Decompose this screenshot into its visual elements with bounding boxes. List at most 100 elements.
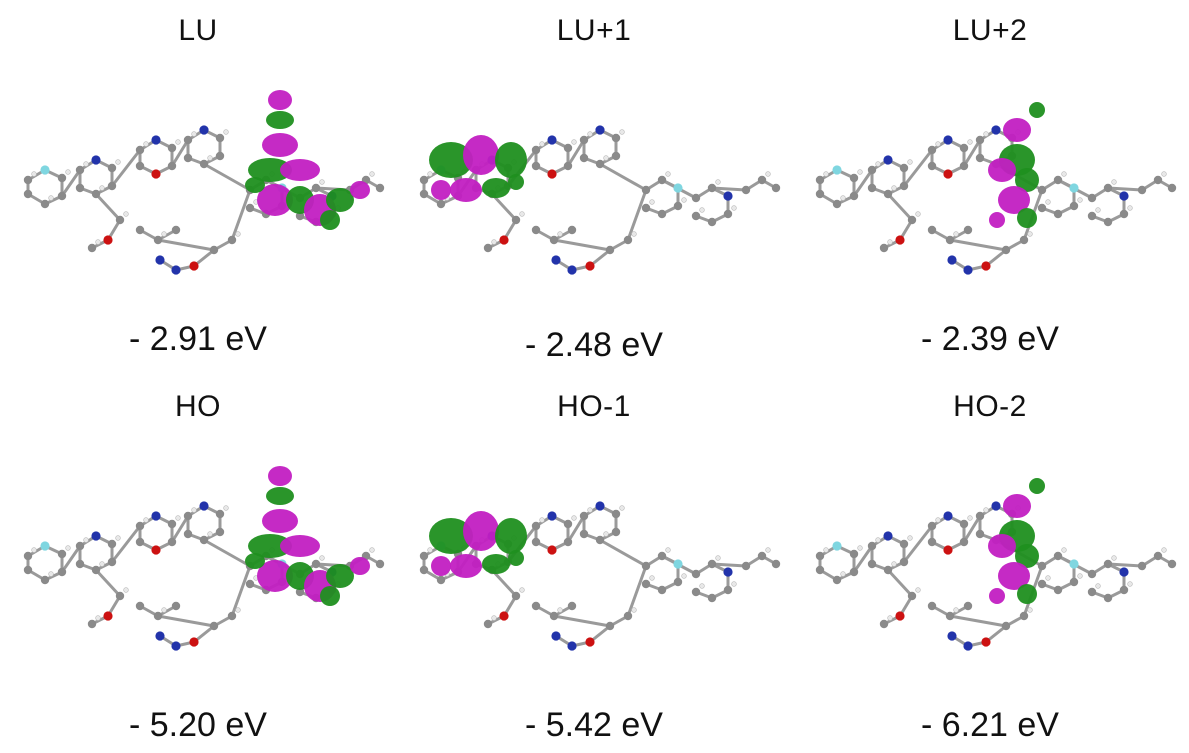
- carbon-atom: [883, 189, 893, 199]
- orbital-label: HO-1: [557, 390, 631, 423]
- orbital-label: LU: [178, 14, 218, 47]
- bond: [852, 169, 874, 197]
- carbon-atom: [483, 619, 493, 629]
- bond: [566, 139, 586, 167]
- carbon-atom: [927, 225, 937, 235]
- hydrogen-atom: [369, 547, 375, 553]
- oxygen-atom: [895, 235, 905, 245]
- carbon-atom: [1119, 585, 1129, 595]
- hydrogen-atom: [983, 131, 989, 137]
- carbon-atom: [867, 541, 877, 551]
- nitrogen-atom: [155, 255, 165, 265]
- hydrogen-atom: [207, 155, 213, 161]
- carbon-atom: [57, 549, 67, 559]
- carbon-atom: [611, 509, 621, 519]
- carbon-atom: [419, 175, 429, 185]
- carbon-atom: [227, 235, 237, 245]
- hydrogen-atom: [823, 171, 829, 177]
- carbon-atom: [135, 225, 145, 235]
- orbital-lobe: [268, 90, 292, 110]
- carbon-atom: [673, 577, 683, 587]
- molecule-orbital-image: [419, 501, 781, 651]
- carbon-atom: [419, 551, 429, 561]
- carbon-atom: [215, 509, 225, 519]
- orbital-lobe: [431, 180, 451, 200]
- carbon-atom: [531, 601, 541, 611]
- hydrogen-atom: [539, 141, 545, 147]
- bond: [553, 614, 611, 628]
- hydrogen-atom: [1127, 581, 1133, 587]
- hydrogen-atom: [427, 547, 433, 553]
- carbon-atom: [641, 185, 651, 195]
- carbon-atom: [107, 557, 117, 567]
- nitrogen-atom: [547, 511, 557, 521]
- nitrogen-atom: [947, 631, 957, 641]
- carbon-atom: [757, 175, 767, 185]
- bond: [711, 186, 747, 192]
- nitrogen-atom: [199, 501, 209, 511]
- bond: [962, 139, 982, 167]
- hydrogen-atom: [891, 185, 897, 191]
- bond: [852, 545, 874, 573]
- carbon-atom: [815, 175, 825, 185]
- hydrogen-atom: [857, 169, 863, 175]
- carbon-atom: [1053, 175, 1063, 185]
- carbon-atom: [75, 541, 85, 551]
- bond: [490, 192, 518, 222]
- carbon-atom: [1087, 193, 1097, 203]
- carbon-atom: [927, 145, 937, 155]
- carbon-atom: [183, 511, 193, 521]
- carbon-atom: [963, 601, 973, 611]
- carbon-atom: [531, 225, 541, 235]
- carbon-atom: [641, 561, 651, 571]
- carbon-atom: [1019, 611, 1029, 621]
- carbon-atom: [832, 575, 842, 585]
- hydrogen-atom: [369, 171, 375, 177]
- orbital-lobe: [268, 466, 292, 486]
- carbon-atom: [563, 537, 573, 547]
- hydrogen-atom: [823, 547, 829, 553]
- carbon-atom: [436, 199, 446, 209]
- orbital-lobe: [280, 535, 320, 557]
- hydrogen-atom: [65, 169, 71, 175]
- orbital-lobe: [326, 564, 354, 588]
- carbon-atom: [927, 521, 937, 531]
- oxygen-atom: [151, 545, 161, 555]
- fluorine-atom: [1069, 183, 1079, 193]
- hydrogen-atom: [935, 517, 941, 523]
- carbon-atom: [849, 567, 859, 577]
- bond: [626, 189, 648, 241]
- hydrogen-atom: [175, 515, 181, 521]
- carbon-atom: [57, 173, 67, 183]
- hydrogen-atom: [491, 239, 497, 245]
- carbon-atom: [171, 601, 181, 611]
- orbital-lobe: [350, 557, 370, 575]
- carbon-atom: [209, 245, 219, 255]
- orbital-panel-lu1: LU+1 - 2.48 eV: [396, 0, 792, 376]
- carbon-atom: [1103, 559, 1113, 569]
- nitrogen-atom: [547, 135, 557, 145]
- carbon-atom: [975, 511, 985, 521]
- carbon-atom: [832, 199, 842, 209]
- orbital-label: HO: [175, 390, 221, 423]
- hydrogen-atom: [587, 507, 593, 513]
- orbital-lobe: [463, 511, 499, 551]
- carbon-atom: [927, 601, 937, 611]
- carbon-atom: [91, 565, 101, 575]
- carbon-atom: [611, 151, 621, 161]
- oxygen-atom: [103, 611, 113, 621]
- carbon-atom: [1019, 235, 1029, 245]
- oxygen-atom: [189, 261, 199, 271]
- orbital-lobe: [1029, 478, 1045, 494]
- carbon-atom: [1001, 621, 1011, 631]
- carbon-atom: [975, 153, 985, 163]
- carbon-atom: [879, 243, 889, 253]
- hydrogen-atom: [1045, 199, 1051, 205]
- carbon-atom: [605, 621, 615, 631]
- orbital-panel-ho2: HO-2 - 6.21 eV: [792, 376, 1188, 752]
- orbital-lobe: [257, 184, 293, 216]
- carbon-atom: [657, 209, 667, 219]
- carbon-atom: [579, 529, 589, 539]
- carbon-atom: [549, 611, 559, 621]
- hydrogen-atom: [235, 607, 241, 613]
